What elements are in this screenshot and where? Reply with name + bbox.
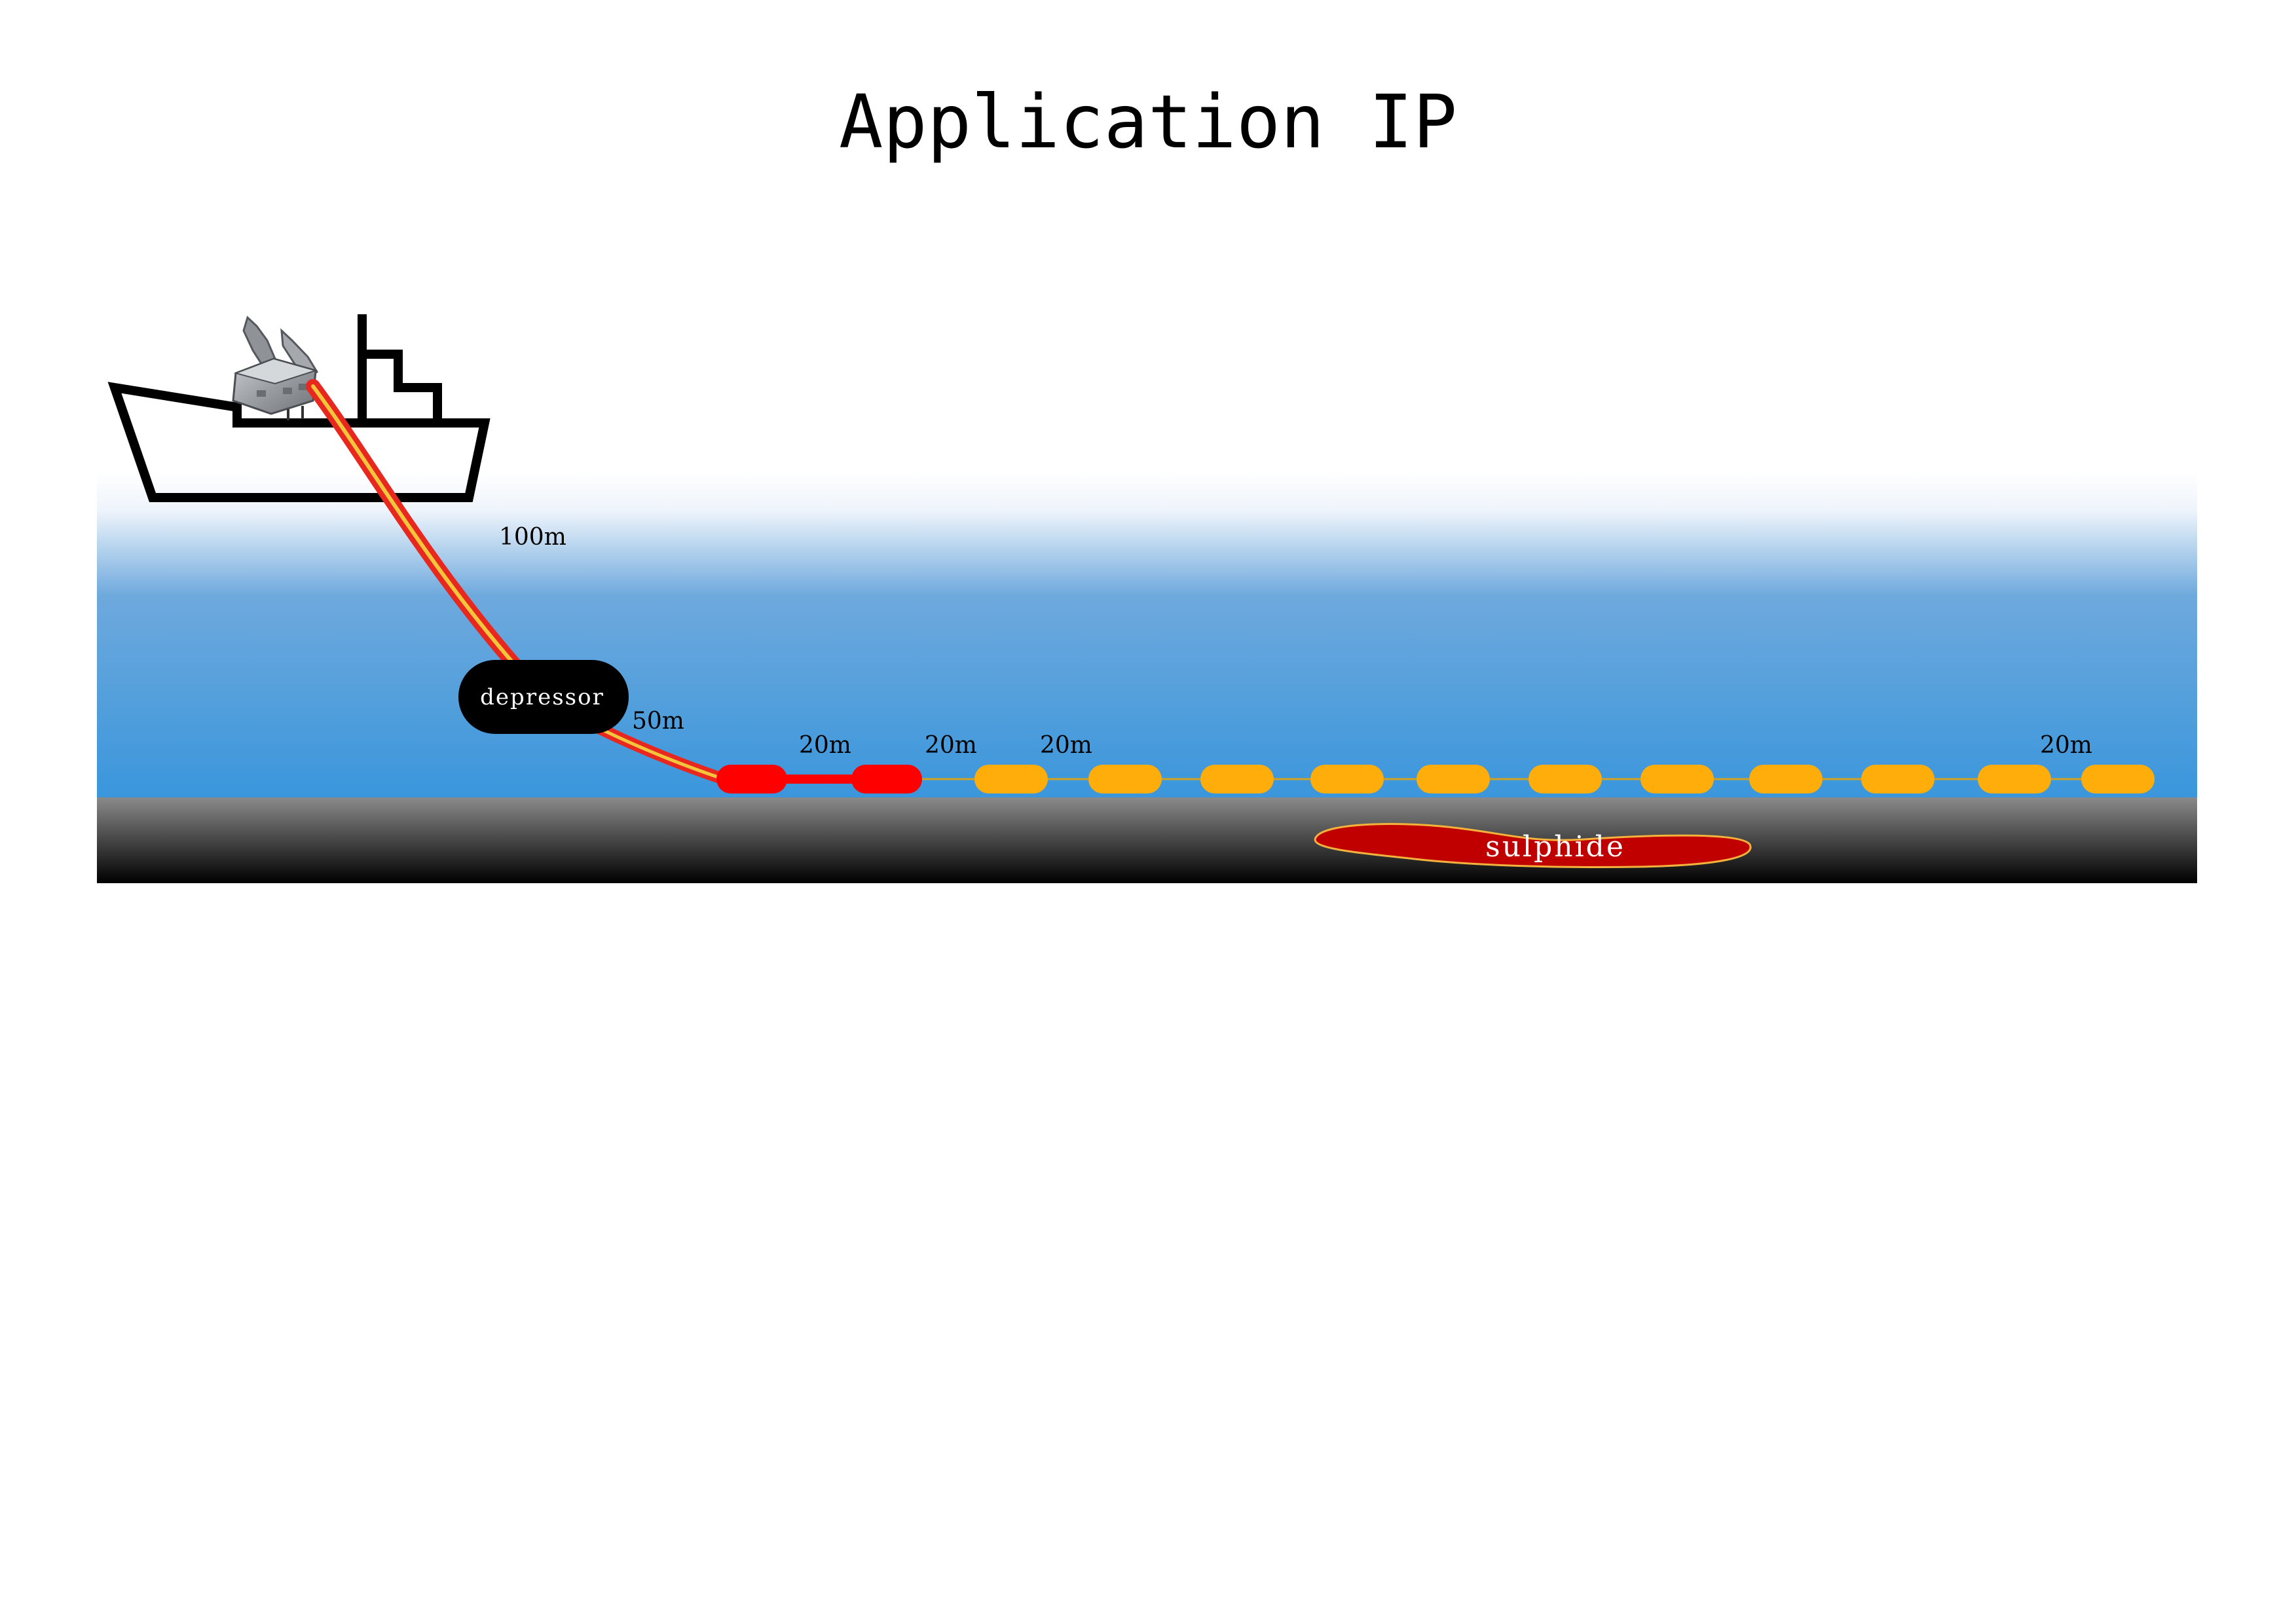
yellow-electrode bbox=[1861, 765, 1935, 793]
yellow-electrode bbox=[1416, 765, 1490, 793]
sulphide-body: sulphide bbox=[1314, 823, 1752, 868]
cable-ship-to-depressor bbox=[306, 379, 525, 675]
water-column bbox=[97, 471, 2197, 799]
seabed bbox=[97, 797, 2197, 883]
yellow-electrode bbox=[1978, 765, 2051, 793]
depressor-label: depressor bbox=[480, 684, 604, 710]
cable-length-label-50m: 50m bbox=[632, 708, 684, 735]
ship-icon bbox=[107, 314, 491, 502]
spacing-label: 20m bbox=[925, 732, 977, 759]
red-electrode bbox=[851, 765, 922, 793]
instrument-case-icon bbox=[232, 316, 319, 420]
depressor: depressor bbox=[458, 660, 629, 734]
yellow-electrode bbox=[1528, 765, 1602, 793]
yellow-electrode-array bbox=[974, 765, 2155, 793]
sulphide-label: sulphide bbox=[1485, 830, 1625, 864]
yellow-electrode bbox=[1310, 765, 1384, 793]
page-title: Application IP bbox=[839, 80, 1457, 165]
yellow-electrode bbox=[974, 765, 1048, 793]
yellow-electrode bbox=[1088, 765, 1162, 793]
yellow-electrode bbox=[1640, 765, 1714, 793]
red-electrode bbox=[716, 765, 787, 793]
spacing-label: 20m bbox=[1040, 732, 1092, 759]
spacing-label: 20m bbox=[2040, 732, 2092, 759]
spacing-label: 20m bbox=[799, 732, 851, 759]
yellow-electrode bbox=[1200, 765, 1274, 793]
cable-depressor-to-array bbox=[583, 718, 730, 785]
yellow-electrode bbox=[2081, 765, 2155, 793]
yellow-electrode bbox=[1749, 765, 1823, 793]
cable-length-label-100m: 100m bbox=[499, 524, 566, 551]
